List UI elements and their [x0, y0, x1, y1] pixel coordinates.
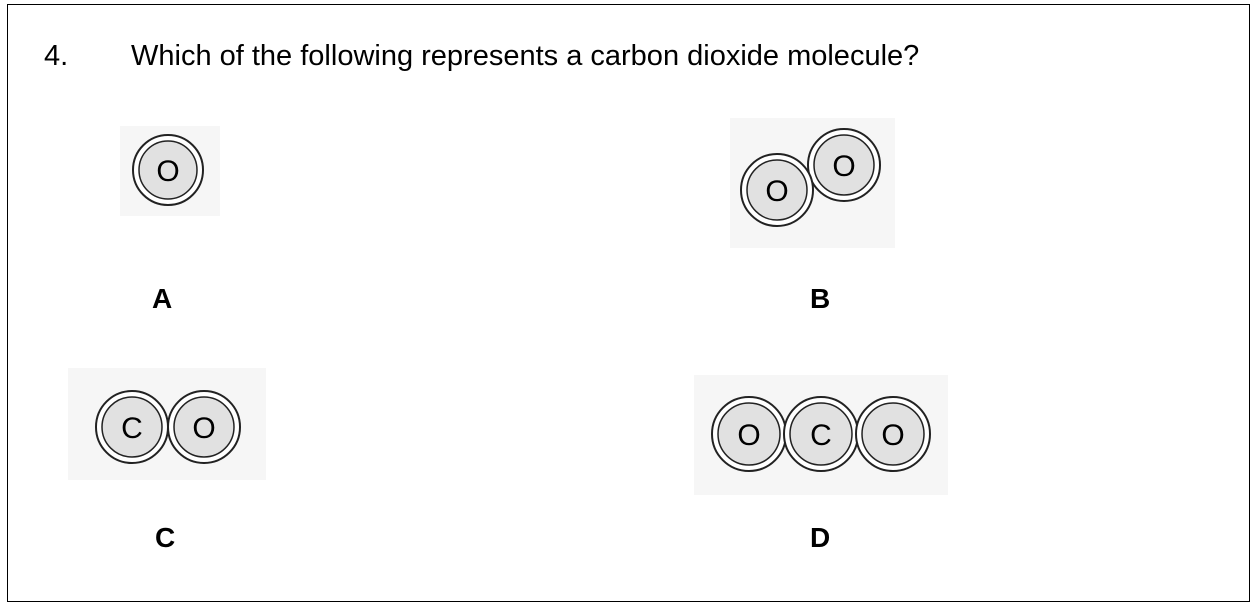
- atom-oxygen: O: [132, 134, 204, 206]
- question-frame: [7, 4, 1250, 602]
- atom-symbol: O: [156, 155, 179, 188]
- atom-symbol: O: [832, 150, 855, 183]
- option-a-figure[interactable]: O: [120, 126, 220, 216]
- atom-symbol: O: [881, 419, 904, 452]
- atom-carbon: C: [95, 390, 169, 464]
- atom-oxygen-lower: O: [740, 153, 814, 227]
- option-d-diagram: O C O: [694, 375, 948, 495]
- atom-symbol: O: [192, 412, 215, 445]
- option-c-figure[interactable]: C O: [68, 368, 266, 480]
- atom-symbol: C: [121, 412, 143, 445]
- atom-oxygen-left: O: [711, 396, 787, 472]
- option-d-label[interactable]: D: [810, 522, 831, 553]
- atom-symbol: O: [765, 175, 788, 208]
- option-a-label[interactable]: A: [152, 283, 173, 314]
- question-number: 4.: [44, 40, 69, 72]
- question-text: Which of the following represents a carb…: [131, 40, 920, 72]
- atom-carbon: C: [783, 396, 859, 472]
- atom-oxygen-upper: O: [807, 128, 881, 202]
- option-a-diagram: O: [120, 126, 220, 216]
- option-b-figure[interactable]: O O: [730, 118, 895, 248]
- option-b-label[interactable]: B: [810, 283, 831, 314]
- atom-oxygen: O: [167, 390, 241, 464]
- option-d-figure[interactable]: O C O: [694, 375, 948, 495]
- atom-symbol: C: [810, 419, 832, 452]
- option-b-diagram: O O: [730, 118, 895, 248]
- atom-symbol: O: [737, 419, 760, 452]
- option-c-label[interactable]: C: [155, 522, 176, 553]
- option-c-diagram: C O: [68, 368, 266, 480]
- atom-oxygen-right: O: [855, 396, 931, 472]
